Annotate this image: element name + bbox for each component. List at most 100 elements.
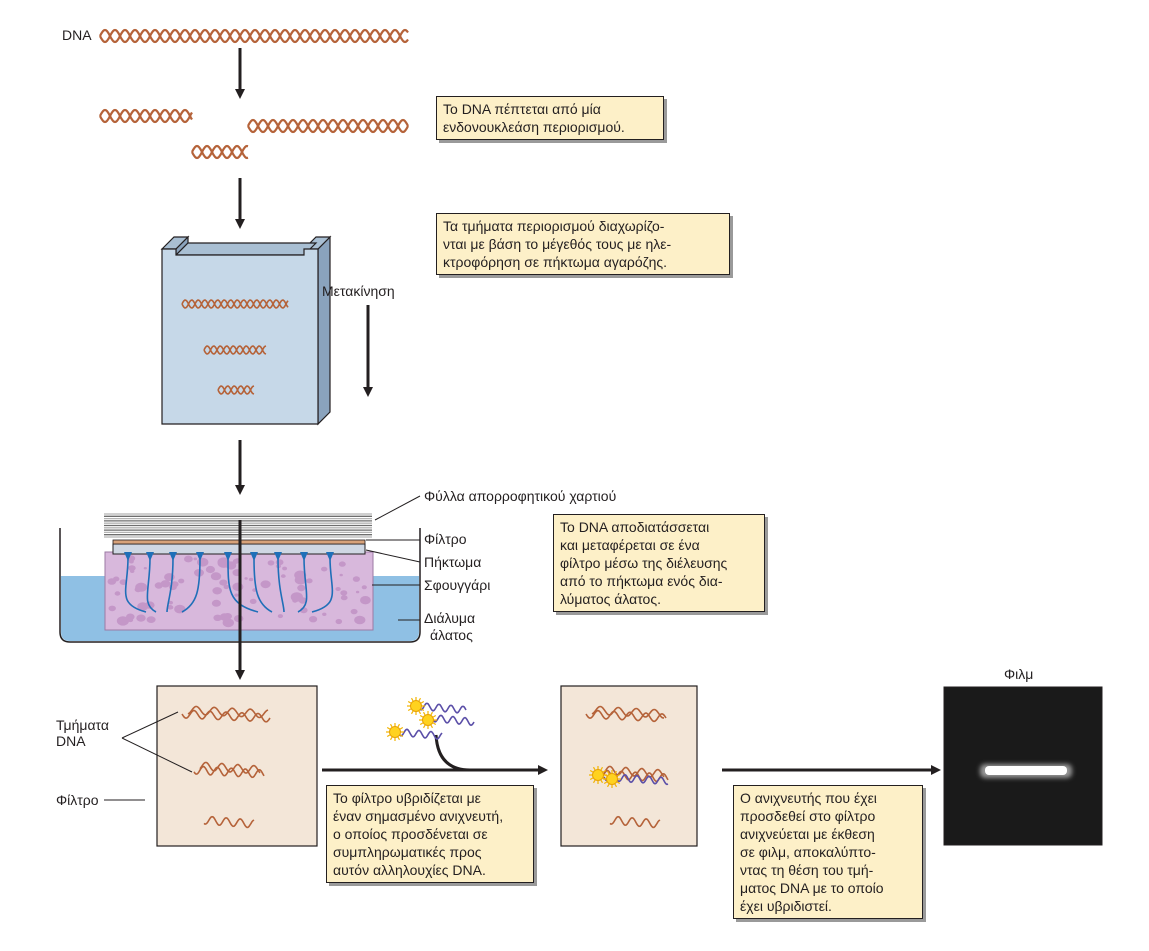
capillary-arrow xyxy=(146,551,157,613)
sponge-pore xyxy=(234,593,239,597)
dna-strand xyxy=(99,28,409,44)
probe-join xyxy=(434,734,471,772)
capillary-arrow xyxy=(223,551,259,613)
sponge-pore xyxy=(170,581,179,588)
sponge-pore xyxy=(322,612,327,616)
capillary-arrow xyxy=(249,551,273,613)
radioactive-label xyxy=(389,726,401,738)
label-ray xyxy=(397,723,401,728)
dna-band xyxy=(217,385,255,395)
sponge-pore xyxy=(127,617,134,623)
absorbent-paper-stack xyxy=(104,513,372,538)
capillary-flow-arrows xyxy=(124,551,334,613)
label-ray xyxy=(410,710,414,715)
label-ray xyxy=(386,734,391,738)
dna-strand xyxy=(217,385,255,395)
dna-strand xyxy=(603,765,665,778)
sponge-pore xyxy=(232,558,240,564)
sponge-pore xyxy=(178,578,185,584)
label-ray xyxy=(592,766,596,771)
sponge-pore xyxy=(146,616,156,623)
dna-strand xyxy=(99,108,193,124)
dna-fragment xyxy=(99,108,193,124)
dna-strand xyxy=(99,28,409,44)
dna-strand xyxy=(609,815,661,829)
dna-label: DNA xyxy=(62,27,92,43)
sponge-pore xyxy=(363,600,368,604)
dna-strand xyxy=(417,702,467,714)
dna-strand xyxy=(199,761,261,774)
sponge-pore xyxy=(160,580,171,588)
sponge-pore xyxy=(213,614,222,621)
salt-solution-label: άλατος xyxy=(430,627,473,643)
note-electrophoresis: Τα τμήματα περιορισμού διαχωρίζο-νται με… xyxy=(436,213,730,275)
label-ray xyxy=(589,769,594,773)
sponge-pore xyxy=(134,586,142,593)
label-ray xyxy=(600,779,604,784)
dna-strand xyxy=(99,108,193,124)
radioactive-label xyxy=(606,773,618,785)
dna-strand xyxy=(247,118,409,134)
dna-strand xyxy=(597,769,669,783)
film-label: Φιλμ xyxy=(1004,666,1034,682)
sponge-pore xyxy=(339,573,343,577)
labeled-probes xyxy=(386,697,475,741)
filter-label: Φίλτρο xyxy=(424,531,467,547)
sponge-pore xyxy=(355,590,360,594)
dna-fragment xyxy=(247,118,409,134)
sponge-pore xyxy=(361,585,367,590)
sponge-pore xyxy=(174,604,186,614)
salt-solution-label: Διάλυμα xyxy=(424,610,476,626)
sponge-pore xyxy=(210,572,222,581)
sponge-pore xyxy=(280,574,286,578)
label-ray xyxy=(592,779,596,784)
sponge-pore xyxy=(309,616,318,623)
sponge-pore xyxy=(205,565,215,574)
sponge-pore xyxy=(184,555,193,563)
label-ray xyxy=(389,723,393,728)
sponge-pore xyxy=(212,587,222,595)
label-ray xyxy=(589,777,594,781)
sponge-pore xyxy=(350,608,358,615)
sponge-pore xyxy=(297,584,306,592)
label-leaders xyxy=(104,711,193,801)
dna-strand xyxy=(187,705,269,719)
sponge-pore xyxy=(275,559,284,566)
label-ray xyxy=(422,711,426,716)
radioactive-label xyxy=(592,769,604,781)
capillary-arrow xyxy=(181,551,205,613)
capillary-arrow xyxy=(166,551,178,613)
sponge-pore xyxy=(306,578,313,584)
dna-strand xyxy=(191,144,249,160)
label-ray xyxy=(603,773,608,777)
label-ray xyxy=(602,769,607,773)
capillary-arrow xyxy=(273,551,285,613)
filter-left-label: Φίλτρο xyxy=(56,792,99,808)
sponge-pore xyxy=(114,591,121,596)
sponge-pore xyxy=(219,579,228,586)
sponge-pore xyxy=(107,578,117,585)
label-ray xyxy=(407,708,412,712)
dna-strand xyxy=(191,144,249,160)
label-ray xyxy=(418,697,422,702)
sponge-pore xyxy=(168,600,173,605)
sponge-pore xyxy=(260,580,271,589)
dna-fragments-label: Τμήματα xyxy=(56,717,109,733)
label-ray xyxy=(616,781,621,785)
label-ray xyxy=(399,734,404,738)
dna-fragments-label: DNA xyxy=(56,733,86,749)
sponge-pore xyxy=(267,560,275,566)
sponge-pore xyxy=(249,598,257,605)
label-ray xyxy=(614,783,618,788)
sponge-pore xyxy=(248,577,254,582)
agarose-gel xyxy=(160,235,332,426)
label-ray xyxy=(432,714,437,718)
sponge-pore xyxy=(128,565,136,571)
sponge-pore xyxy=(294,575,307,585)
label-ray xyxy=(410,697,414,702)
single-strand-dna xyxy=(181,705,271,829)
dna-strand xyxy=(181,299,289,309)
